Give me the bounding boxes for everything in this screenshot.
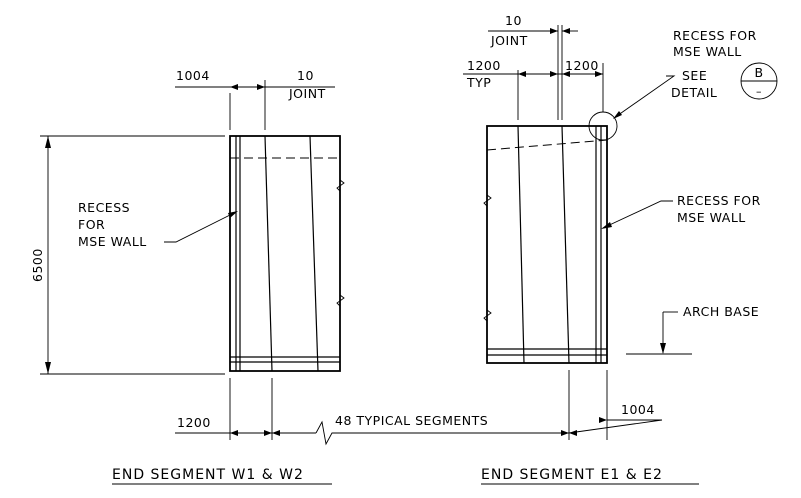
arrowhead [601, 222, 612, 229]
note-recess-side-line2: MSE WALL [677, 210, 746, 225]
note-recess-top-line2: MSE WALL [673, 44, 742, 59]
arrowhead [550, 71, 558, 77]
arch-base-label: ARCH BASE [683, 304, 759, 319]
note-recess-side-line1: RECESS FOR [677, 193, 761, 208]
dim-1200-right: 1200 [565, 58, 599, 73]
note-detail: DETAIL [671, 85, 717, 100]
arrowhead [272, 430, 280, 436]
dim-joint-label-right: JOINT [490, 33, 528, 48]
right-top-dimensions: 10 JOINT 1200 TYP 1200 [463, 13, 604, 120]
right-dashed-line [486, 139, 608, 151]
arrowhead [569, 430, 577, 436]
left-segment-view [229, 135, 345, 372]
arrowhead [264, 430, 272, 436]
arrowhead [45, 136, 51, 148]
right-joint-line [561, 125, 570, 364]
dim-joint-label: JOINT [288, 86, 326, 101]
arrowhead [613, 111, 622, 119]
dim-10-top: 10 [297, 68, 314, 83]
left-joint-line [264, 135, 273, 372]
left-recess-note: RECESS FOR MSE WALL [78, 200, 238, 249]
leader-line [164, 211, 237, 243]
dim-6500: 6500 [30, 248, 45, 282]
note-see: SEE [682, 68, 707, 83]
dim-typ-label: TYP [466, 75, 491, 90]
arrowhead [660, 343, 666, 354]
left-break-line [336, 150, 345, 371]
dim-1200-typ: 1200 [467, 58, 501, 73]
arrowhead [562, 71, 570, 77]
detail-sheet: – [756, 85, 762, 98]
titles: END SEGMENT W1 & W2 END SEGMENT E1 & E2 [112, 467, 699, 485]
arrowhead [257, 84, 265, 90]
left-joint-line [309, 135, 319, 372]
title-right: END SEGMENT E1 & E2 [481, 467, 663, 483]
note-recess-top-line1: RECESS FOR [673, 28, 757, 43]
right-joint-line [517, 125, 525, 364]
left-top-dimensions: 1004 10 JOINT [175, 68, 335, 130]
bottom-dimensions: 1200 48 TYPICAL SEGMENTS 1004 [175, 370, 663, 446]
arrowhead [595, 71, 603, 77]
dim-48-segments: 48 TYPICAL SEGMENTS [335, 413, 488, 428]
note-recess-line3: MSE WALL [78, 234, 147, 249]
dim-1004-top: 1004 [176, 68, 210, 83]
left-segment-outline [229, 135, 341, 372]
right-break-line [483, 140, 492, 363]
right-segment-view [483, 111, 618, 364]
title-left: END SEGMENT W1 & W2 [112, 467, 304, 483]
arrowhead [45, 362, 51, 374]
leader-line [613, 75, 676, 119]
arrowhead [561, 430, 569, 436]
dimension-line [568, 419, 663, 434]
dimension-break [315, 420, 569, 446]
arrowhead [599, 417, 607, 423]
arrowhead [562, 28, 570, 34]
arrowhead [518, 71, 526, 77]
right-recess-note: RECESS FOR MSE WALL [601, 193, 761, 229]
detail-letter: B [754, 65, 763, 80]
detail-callout: RECESS FOR MSE WALL SEE DETAIL B – [613, 28, 778, 119]
arch-base-marker: ARCH BASE [626, 304, 759, 355]
height-dimension: 6500 [30, 135, 225, 375]
dim-1004-bottom: 1004 [621, 402, 655, 417]
arrowhead [228, 211, 238, 218]
arrowhead [230, 430, 238, 436]
right-segment-outline [486, 125, 608, 364]
leader-line [602, 200, 673, 229]
arrowhead [230, 84, 238, 90]
arrowhead [550, 28, 558, 34]
dim-10-joint: 10 [505, 13, 522, 28]
note-recess-line2: FOR [78, 217, 105, 232]
dim-1200-bottom: 1200 [177, 415, 211, 430]
note-recess-line1: RECESS [78, 200, 130, 215]
